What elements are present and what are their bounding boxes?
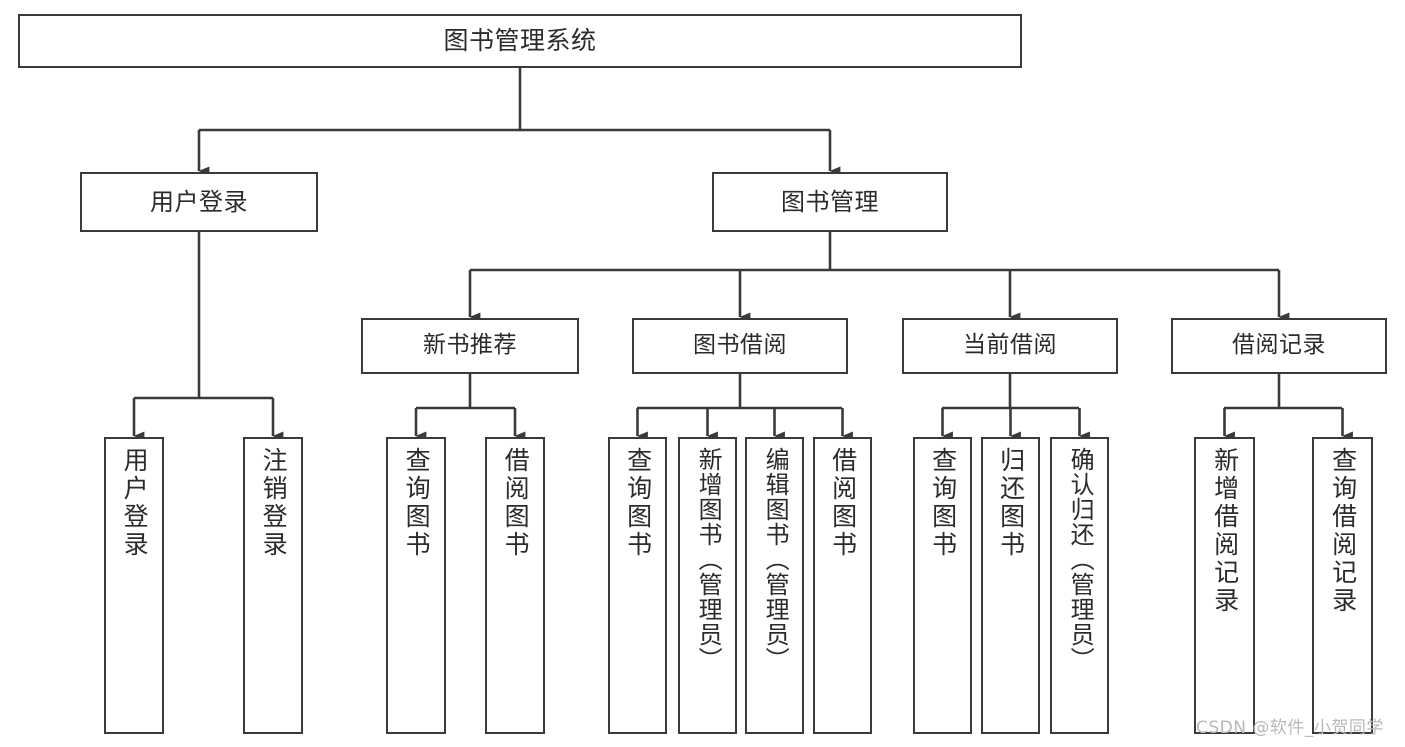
node-label: 图书管理 <box>781 187 879 216</box>
node-l8[interactable]: 借阅图书 <box>813 437 872 734</box>
node-label: 图书管理系统 <box>443 26 597 55</box>
node-records[interactable]: 借阅记录 <box>1171 318 1387 374</box>
node-label: 确认归还（管理员） <box>1066 447 1095 672</box>
node-l1[interactable]: 用户登录 <box>104 437 164 734</box>
node-label: 用户登录 <box>150 187 248 216</box>
node-l5[interactable]: 查询图书 <box>608 437 667 734</box>
node-label: 借阅图书 <box>501 447 531 559</box>
node-label: 新增图书（管理员） <box>694 447 723 672</box>
node-current[interactable]: 当前借阅 <box>902 318 1118 374</box>
node-label: 查询借阅记录 <box>1328 447 1358 615</box>
csdn-watermark: CSDN @软件_小贺同学 <box>1196 718 1384 738</box>
node-root[interactable]: 图书管理系统 <box>18 14 1022 68</box>
node-label: 借阅图书 <box>828 447 858 559</box>
node-label: 注销登录 <box>259 447 289 559</box>
node-l10[interactable]: 归还图书 <box>981 437 1040 734</box>
node-login[interactable]: 用户登录 <box>80 172 318 232</box>
node-label: 新增借阅记录 <box>1210 447 1240 615</box>
node-bookmgmt[interactable]: 图书管理 <box>712 172 948 232</box>
node-l12[interactable]: 新增借阅记录 <box>1194 437 1255 734</box>
node-label: 图书借阅 <box>693 332 787 359</box>
node-label: 归还图书 <box>996 447 1026 559</box>
node-label: 查询图书 <box>623 447 653 559</box>
node-label: 当前借阅 <box>963 332 1057 359</box>
node-l4[interactable]: 借阅图书 <box>485 437 545 734</box>
node-newbook[interactable]: 新书推荐 <box>361 318 579 374</box>
node-l6[interactable]: 新增图书（管理员） <box>678 437 737 734</box>
node-label: 编辑图书（管理员） <box>761 447 790 672</box>
node-l11[interactable]: 确认归还（管理员） <box>1050 437 1109 734</box>
node-l2[interactable]: 注销登录 <box>243 437 303 734</box>
node-l7[interactable]: 编辑图书（管理员） <box>745 437 804 734</box>
node-label: 查询图书 <box>928 447 958 559</box>
node-borrow[interactable]: 图书借阅 <box>632 318 848 374</box>
node-label: 查询图书 <box>402 447 432 559</box>
node-l13[interactable]: 查询借阅记录 <box>1312 437 1373 734</box>
node-l9[interactable]: 查询图书 <box>913 437 972 734</box>
node-label: 用户登录 <box>120 447 150 559</box>
node-label: 新书推荐 <box>423 332 517 359</box>
node-l3[interactable]: 查询图书 <box>386 437 446 734</box>
node-label: 借阅记录 <box>1232 332 1326 359</box>
